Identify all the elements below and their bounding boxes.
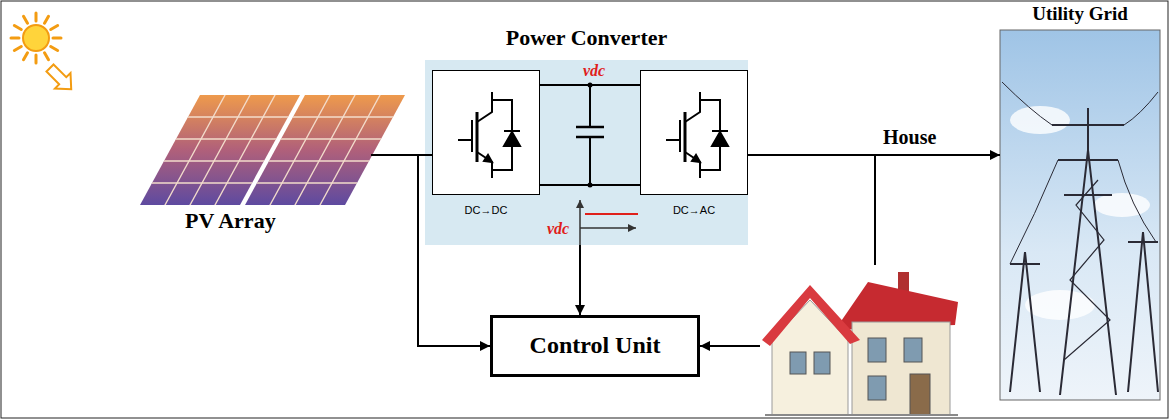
connector [700,345,760,347]
control-unit: Control Unit [490,315,700,377]
converter-title: Power Converter [425,25,748,50]
pv-lead [371,154,406,156]
dc-ac-inverter: DC→AC [640,70,748,195]
house: House [760,265,960,415]
control-unit-label: Control Unit [530,332,661,360]
converter-type: DC→AC [641,204,747,217]
pv-array-label: PV Array [185,208,276,233]
pv-panels [140,95,405,205]
power-converter: Power ConverterDC→DCDC→AC [425,60,748,245]
voltage-label: vdc [583,62,605,80]
converter-panel [425,60,748,245]
grid-picture [1000,30,1160,400]
connector [579,245,581,315]
voltage-label: vdc [547,220,569,238]
grid-label: Utility Grid [1000,3,1160,25]
converter-type: DC→DC [433,204,539,217]
connector [405,155,490,346]
pv-array: PV Array [140,95,405,205]
sun-icon [11,13,79,97]
utility-grid: Utility Grid [1000,30,1160,400]
connector [748,155,875,265]
house-picture [762,272,958,415]
vdc-graph [580,200,638,245]
house-label: House [883,126,936,149]
dc-dc-converter: DC→DC [432,70,540,195]
